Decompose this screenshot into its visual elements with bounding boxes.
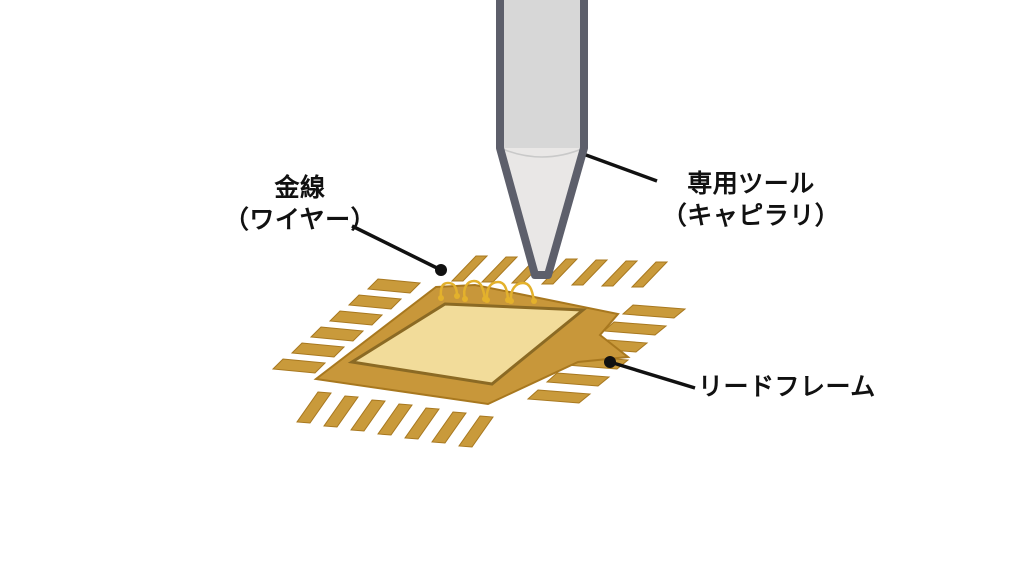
lead-pin-right: [526, 389, 592, 404]
lead-pin-bottom: [431, 411, 467, 444]
lead-pin-top: [570, 259, 609, 286]
gold-wire-label-line1: 金線: [274, 173, 326, 202]
lead-pin-left: [290, 342, 346, 358]
gold-wire-label: 金線 （ワイヤー）: [200, 172, 400, 236]
lead-pin-bottom: [404, 407, 440, 440]
lead-frame-label: リードフレーム: [698, 372, 876, 401]
capillary-tool: [496, 0, 588, 279]
lead-pin-top: [480, 256, 519, 283]
gold-wire-leader: [351, 224, 442, 272]
lead-pin-bottom: [323, 395, 359, 428]
capillary-leader: [585, 153, 658, 183]
lead-pin-bottom: [377, 403, 413, 436]
leader-dots: [435, 264, 616, 368]
lead-frame-leader: [609, 360, 696, 390]
lead-pin-top: [450, 255, 489, 282]
lead-pin-left: [328, 310, 384, 326]
lead-pin-left: [366, 278, 422, 294]
capillary-label-line1: 専用ツール: [687, 169, 815, 198]
semiconductor-die: [347, 302, 588, 386]
gold-wires: [439, 279, 536, 302]
leader-lines: [351, 153, 696, 390]
lead-pin-bottom: [350, 399, 386, 432]
lead-pin-right: [545, 372, 611, 387]
wire-bond-dots: [438, 293, 537, 304]
lead-pin-top: [630, 261, 669, 288]
lead-pin-bottom: [458, 415, 494, 448]
capillary-label-line2: （キャピラリ）: [661, 201, 841, 230]
gold-wire-label-line2: （ワイヤー）: [223, 205, 377, 234]
lead-pin-left: [347, 294, 403, 310]
lead-pin-right: [621, 304, 687, 319]
lead-pin-left: [271, 358, 327, 374]
lead-pin-bottom: [296, 391, 332, 424]
lead-pin-top: [600, 260, 639, 287]
lead-pin-left: [309, 326, 365, 342]
capillary-label: 専用ツール （キャピラリ）: [652, 168, 850, 232]
lead-pin-right: [602, 321, 668, 336]
